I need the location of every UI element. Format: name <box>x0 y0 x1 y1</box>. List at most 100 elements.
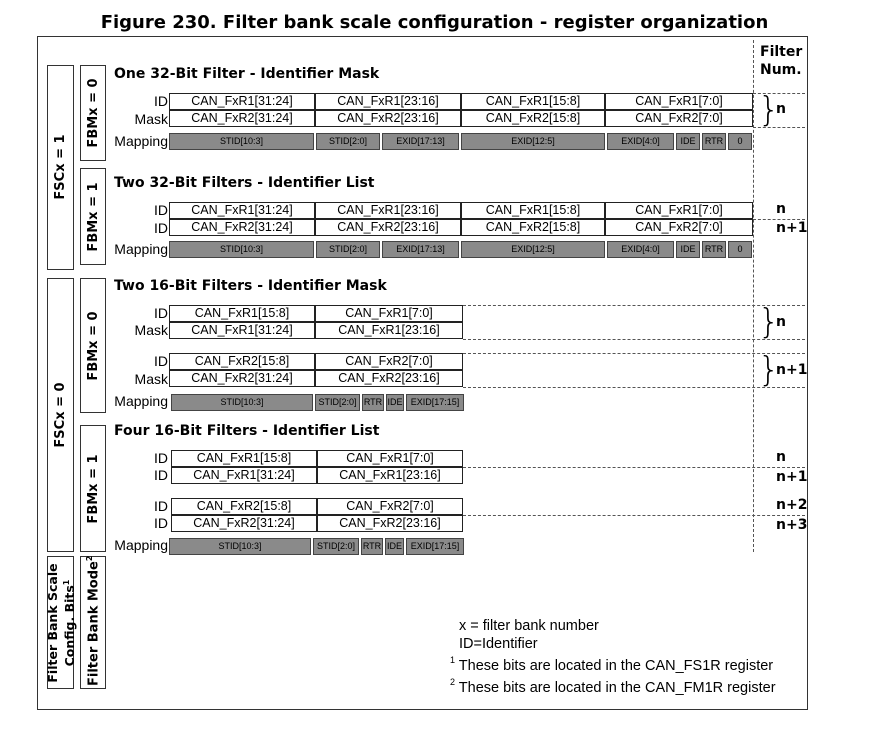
s2-id-cell: CAN_FxR2[7:0] <box>605 219 753 236</box>
s3-map-field: RTR <box>362 394 384 411</box>
s1-filter-num: n <box>776 101 786 117</box>
s1-map-field: STID[2:0] <box>316 133 380 150</box>
s4-id-cell: CAN_FxR1[23:16] <box>317 467 463 484</box>
s1-id-cell: CAN_FxR1[7:0] <box>605 93 753 110</box>
s4-id-label: ID <box>154 467 168 483</box>
s3-dash <box>463 339 805 340</box>
s3-map-field: EXID[17:15] <box>406 394 464 411</box>
s1-map-field: RTR <box>702 133 726 150</box>
s4-id-cell: CAN_FxR2[7:0] <box>317 498 463 515</box>
s3-dash <box>463 353 805 354</box>
s3-id-label: ID <box>154 305 168 321</box>
s2-filter-num: n+1 <box>776 220 808 236</box>
s1-mask-cell: CAN_FxR2[23:16] <box>315 110 461 127</box>
s3-map-field: STID[10:3] <box>171 394 313 411</box>
s2-id-cell: CAN_FxR1[23:16] <box>315 202 461 219</box>
filter-num-header-2: Num. <box>760 62 802 78</box>
s1-id-cell: CAN_FxR1[15:8] <box>461 93 605 110</box>
filter-num-header-1: Filter <box>760 44 803 60</box>
s1-dash <box>753 127 805 128</box>
s4-map-field: STID[10:3] <box>169 538 311 555</box>
s1-id-cell: CAN_FxR1[31:24] <box>169 93 315 110</box>
s3-id-cell: CAN_FxR2[15:8] <box>169 353 315 370</box>
s3-id-cell: CAN_FxR1[15:8] <box>169 305 315 322</box>
s1-id-label: ID <box>154 93 168 109</box>
s2-id-cell: CAN_FxR1[15:8] <box>461 202 605 219</box>
s2-map-field: RTR <box>702 241 726 258</box>
s1-mask-cell: CAN_FxR2[15:8] <box>461 110 605 127</box>
s1-mask-label: Mask <box>134 111 168 127</box>
s4-id-cell: CAN_FxR1[7:0] <box>317 450 463 467</box>
s4-id-cell: CAN_FxR2[31:24] <box>171 515 317 532</box>
fscx-1-box: FSCx = 1 <box>47 65 74 270</box>
s4-map-field: IDE <box>385 538 404 555</box>
fbm-box-b: FBMx = 1 <box>80 168 106 265</box>
fscx-0-label: FSCx = 0 <box>53 382 68 448</box>
s3-mask-cell: CAN_FxR2[31:24] <box>169 370 315 387</box>
s4-id-cell: CAN_FxR1[31:24] <box>171 467 317 484</box>
s3-brace: } <box>758 350 780 390</box>
figure-title: Figure 230. Filter bank scale configurat… <box>100 12 769 33</box>
s4-dash <box>463 515 805 516</box>
s2-id-cell: CAN_FxR2[23:16] <box>315 219 461 236</box>
section-4-title: Four 16-Bit Filters - Identifier List <box>114 423 380 439</box>
s4-filter-num: n+3 <box>776 517 808 533</box>
s4-id-cell: CAN_FxR1[15:8] <box>171 450 317 467</box>
s4-map-field: EXID[17:15] <box>406 538 464 555</box>
s1-brace: } <box>758 90 780 130</box>
filter-num-divider <box>753 40 754 552</box>
s3-id-label: ID <box>154 353 168 369</box>
s1-map-field: STID[10:3] <box>169 133 314 150</box>
s2-id-label: ID <box>154 202 168 218</box>
s4-id-label: ID <box>154 515 168 531</box>
s4-id-cell: CAN_FxR2[15:8] <box>171 498 317 515</box>
s3-mask-cell: CAN_FxR1[31:24] <box>169 322 315 339</box>
s1-map-field: EXID[17:13] <box>382 133 459 150</box>
section-3-title: Two 16-Bit Filters - Identifier Mask <box>114 278 387 294</box>
s3-brace: } <box>758 302 780 342</box>
s2-map-field: STID[2:0] <box>316 241 380 258</box>
fbm-label-d: FBMx = 1 <box>86 454 101 524</box>
fbm-box-c: FBMx = 0 <box>80 278 106 413</box>
s4-id-cell: CAN_FxR2[23:16] <box>317 515 463 532</box>
s3-filter-num: n+1 <box>776 362 808 378</box>
fscx-0-box: FSCx = 0 <box>47 278 74 552</box>
s2-map-field: 0 <box>728 241 752 258</box>
fbm-label-c: FBMx = 0 <box>86 311 101 381</box>
s2-filter-num: n <box>776 201 786 217</box>
s1-mask-cell: CAN_FxR2[7:0] <box>605 110 753 127</box>
s2-map-field: STID[10:3] <box>169 241 314 258</box>
fbm-label-a: FBMx = 0 <box>86 78 101 148</box>
s3-id-cell: CAN_FxR2[7:0] <box>315 353 463 370</box>
s1-map-field: EXID[12:5] <box>461 133 605 150</box>
s3-id-cell: CAN_FxR1[7:0] <box>315 305 463 322</box>
s1-id-cell: CAN_FxR1[23:16] <box>315 93 461 110</box>
s2-dash <box>753 219 805 220</box>
s2-map-field: EXID[17:13] <box>382 241 459 258</box>
s3-filter-num: n <box>776 314 786 330</box>
s2-id-label: ID <box>154 220 168 236</box>
s3-dash <box>463 305 805 306</box>
s4-dash <box>463 467 805 468</box>
s1-mask-cell: CAN_FxR2[31:24] <box>169 110 315 127</box>
s2-map-field: IDE <box>676 241 700 258</box>
s3-mask-cell: CAN_FxR1[23:16] <box>315 322 463 339</box>
s1-map-field: EXID[4:0] <box>607 133 674 150</box>
scale-config-box: Filter Bank Scale Config. Bits1 <box>45 556 77 689</box>
mode-label: Filter Bank Mode2 <box>85 555 102 686</box>
note-id: ID=Identifier <box>459 636 538 652</box>
s4-id-label: ID <box>154 450 168 466</box>
s3-map-field: STID[2:0] <box>315 394 360 411</box>
s1-map-field: 0 <box>728 133 752 150</box>
s4-id-label: ID <box>154 498 168 514</box>
footnote-2: 2 These bits are located in the CAN_FM1R… <box>450 677 776 696</box>
fscx-1-label: FSCx = 1 <box>53 134 68 200</box>
s2-id-cell: CAN_FxR2[31:24] <box>169 219 315 236</box>
s3-mapping-label: Mapping <box>114 393 168 409</box>
s4-mapping-label: Mapping <box>114 537 168 553</box>
s4-filter-num: n+1 <box>776 469 808 485</box>
note-x: x = filter bank number <box>459 618 599 634</box>
s4-map-field: RTR <box>361 538 383 555</box>
s1-map-field: IDE <box>676 133 700 150</box>
s4-filter-num: n <box>776 449 786 465</box>
